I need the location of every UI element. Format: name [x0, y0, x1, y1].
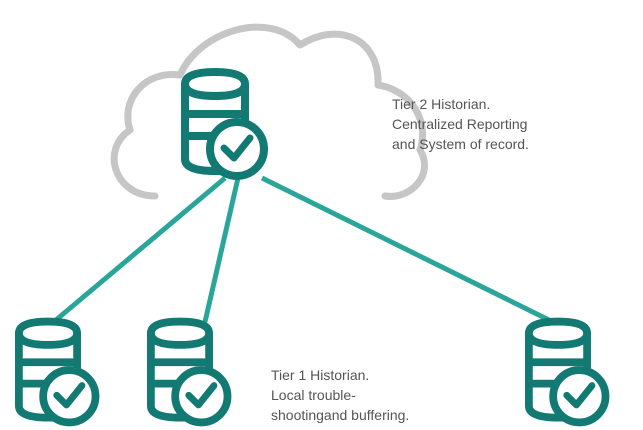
- tier1-database-icon-1: [19, 322, 96, 423]
- connector-line-right: [260, 175, 555, 325]
- tier1-label-line-2: Local trouble-: [271, 387, 356, 403]
- tier2-label-line-1: Tier 2 Historian.: [392, 96, 491, 112]
- tier1-database-icon-2: [151, 322, 228, 423]
- tier2-label-line-2: Centralized Reporting: [392, 116, 528, 132]
- tier2-historian-label: Tier 2 Historian. Centralized Reporting …: [392, 94, 529, 154]
- tier2-database-icon: [185, 72, 264, 176]
- tier1-database-icon-3: [529, 322, 606, 423]
- tier1-label-line-1: Tier 1 Historian.: [271, 367, 370, 383]
- connector-lines: [48, 175, 555, 327]
- tier1-label-line-3: shootingand buffering.: [271, 407, 410, 423]
- tier1-historian-label: Tier 1 Historian. Local trouble- shootin…: [271, 365, 409, 425]
- connector-line-middle: [202, 177, 241, 323]
- connector-line-left: [48, 176, 227, 327]
- cloud-icon: [110, 23, 429, 200]
- tier2-label-line-3: and System of record.: [392, 136, 529, 152]
